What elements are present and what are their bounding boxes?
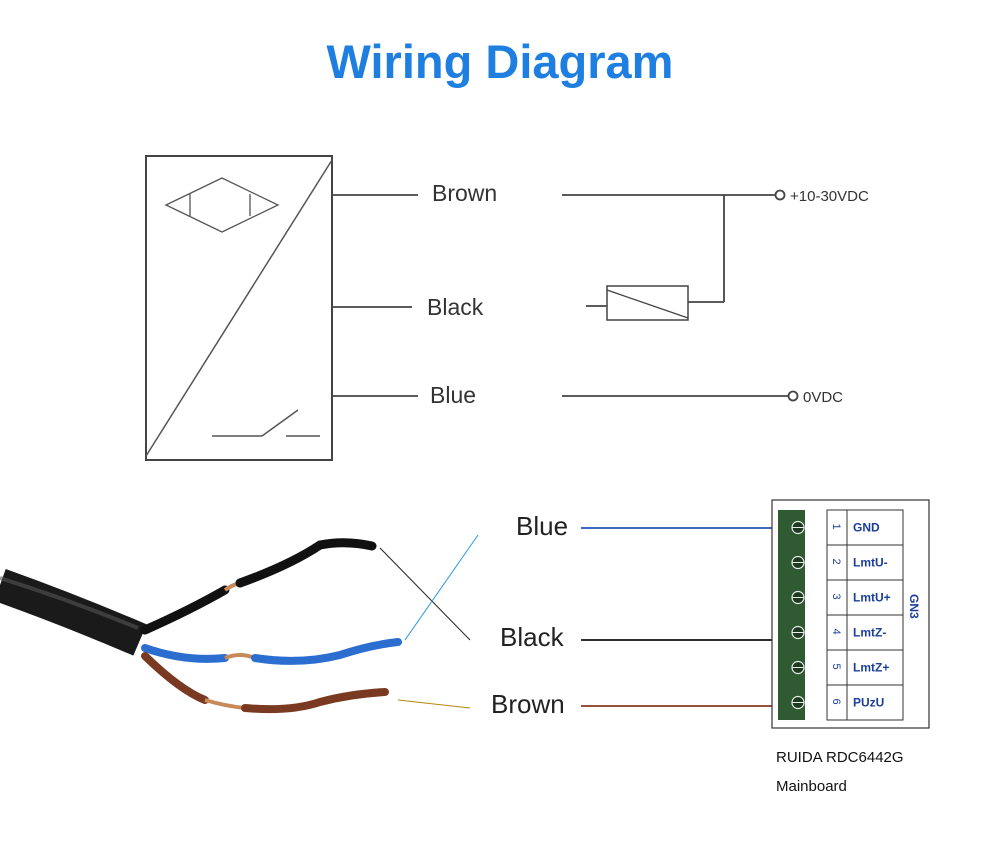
- cable-label-brown: Brown: [491, 689, 565, 719]
- terminal-screw-icon: [791, 590, 805, 605]
- terminal-screw-icon: [791, 625, 805, 640]
- terminal-screw-icon: [791, 520, 805, 535]
- wire-label-blue: Blue: [430, 382, 476, 408]
- terminal-screw-icon: [791, 660, 805, 675]
- terminal-block: 1 GND 2 LmtU- 3 LmtU+ 4 LmtZ- 5 LmtZ+ 6 PUzU GN3: [771, 499, 930, 729]
- terminal-screw-icon: [791, 555, 805, 570]
- switch-icon: [212, 409, 320, 437]
- board-model: RUIDA RDC6442G: [776, 749, 904, 766]
- sensor-cable: [0, 538, 402, 714]
- terminal-pin-number: 5: [830, 664, 842, 670]
- page-title: Wiring Diagram: [326, 35, 674, 88]
- wire-label-brown: Brown: [432, 180, 497, 206]
- terminal-pin-number: 6: [830, 699, 842, 705]
- terminal-pin-label: GND: [853, 521, 880, 535]
- wire-label-black: Black: [427, 294, 484, 320]
- cable-label-black: Black: [500, 622, 565, 652]
- terminal-pin-number: 2: [830, 559, 842, 565]
- terminal-pin-label: LmtZ+: [853, 661, 889, 675]
- cable-label-blue: Blue: [516, 511, 568, 541]
- load-icon: [606, 285, 689, 321]
- terminal-pin-number: 1: [830, 524, 842, 530]
- supply-positive-label: +10-30VDC: [790, 188, 869, 205]
- terminal-pin-number: 4: [830, 629, 842, 635]
- supply-negative-label: 0VDC: [803, 389, 843, 406]
- inductive-coil-icon: [164, 177, 280, 233]
- terminal-pin-label: LmtU+: [853, 591, 891, 605]
- terminal-pin-number: 3: [830, 594, 842, 600]
- terminal-pin-label: LmtZ-: [853, 626, 886, 640]
- load-circuit: [562, 189, 799, 402]
- board-type: Mainboard: [776, 778, 847, 795]
- terminal-block-name: GN3: [907, 594, 921, 619]
- terminal-pin-label: LmtU-: [853, 556, 888, 570]
- terminal-screw-icon: [791, 695, 805, 710]
- terminal-pin-label: PUzU: [853, 696, 884, 710]
- sensor-symbol: [145, 155, 333, 461]
